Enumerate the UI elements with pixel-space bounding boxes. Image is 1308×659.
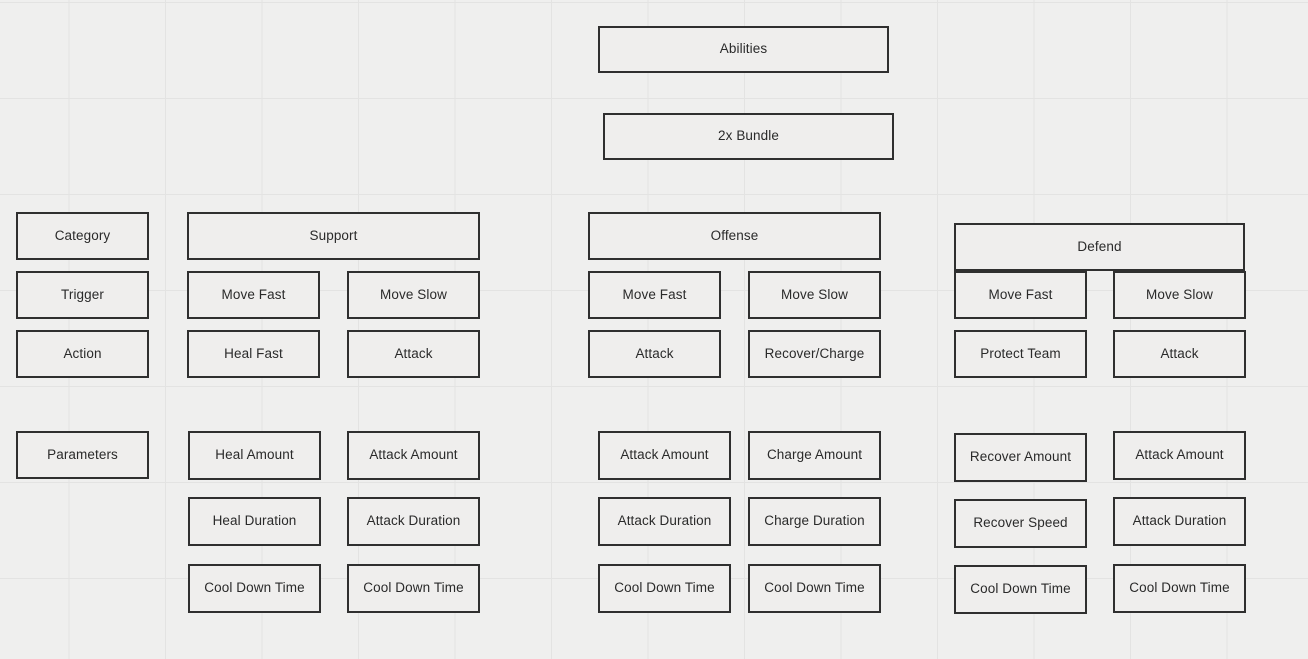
node-param-support-0-2[interactable]: Cool Down Time	[188, 564, 321, 613]
node-trigger-support-1[interactable]: Move Slow	[347, 271, 480, 319]
node-action-defend-1[interactable]: Attack	[1113, 330, 1246, 378]
node-param-defend-0-1[interactable]: Recover Speed	[954, 499, 1087, 548]
node-trigger-offense-0[interactable]: Move Fast	[588, 271, 721, 319]
node-param-support-1-1[interactable]: Attack Duration	[347, 497, 480, 546]
node-param-offense-0-0[interactable]: Attack Amount	[598, 431, 731, 480]
node-param-defend-0-0[interactable]: Recover Amount	[954, 433, 1087, 482]
node-action-support-1[interactable]: Attack	[347, 330, 480, 378]
node-action-offense-1[interactable]: Recover/Charge	[748, 330, 881, 378]
row-label-action[interactable]: Action	[16, 330, 149, 378]
node-param-defend-0-2[interactable]: Cool Down Time	[954, 565, 1087, 614]
node-action-offense-0[interactable]: Attack	[588, 330, 721, 378]
node-trigger-defend-1[interactable]: Move Slow	[1113, 271, 1246, 319]
node-abilities[interactable]: Abilities	[598, 26, 889, 73]
node-param-support-0-0[interactable]: Heal Amount	[188, 431, 321, 480]
node-param-offense-1-1[interactable]: Charge Duration	[748, 497, 881, 546]
row-label-category[interactable]: Category	[16, 212, 149, 260]
node-category-defend[interactable]: Defend	[954, 223, 1245, 271]
node-action-defend-0[interactable]: Protect Team	[954, 330, 1087, 378]
node-param-support-1-2[interactable]: Cool Down Time	[347, 564, 480, 613]
node-param-offense-1-2[interactable]: Cool Down Time	[748, 564, 881, 613]
node-param-defend-1-0[interactable]: Attack Amount	[1113, 431, 1246, 480]
row-label-parameters[interactable]: Parameters	[16, 431, 149, 479]
node-category-support[interactable]: Support	[187, 212, 480, 260]
row-label-trigger[interactable]: Trigger	[16, 271, 149, 319]
node-action-support-0[interactable]: Heal Fast	[187, 330, 320, 378]
node-param-offense-0-1[interactable]: Attack Duration	[598, 497, 731, 546]
node-trigger-offense-1[interactable]: Move Slow	[748, 271, 881, 319]
node-trigger-support-0[interactable]: Move Fast	[187, 271, 320, 319]
node-category-offense[interactable]: Offense	[588, 212, 881, 260]
node-param-defend-1-2[interactable]: Cool Down Time	[1113, 564, 1246, 613]
node-trigger-defend-0[interactable]: Move Fast	[954, 271, 1087, 319]
node-param-support-1-0[interactable]: Attack Amount	[347, 431, 480, 480]
node-param-defend-1-1[interactable]: Attack Duration	[1113, 497, 1246, 546]
node-bundle[interactable]: 2x Bundle	[603, 113, 894, 160]
node-param-offense-0-2[interactable]: Cool Down Time	[598, 564, 731, 613]
node-param-support-0-1[interactable]: Heal Duration	[188, 497, 321, 546]
node-param-offense-1-0[interactable]: Charge Amount	[748, 431, 881, 480]
